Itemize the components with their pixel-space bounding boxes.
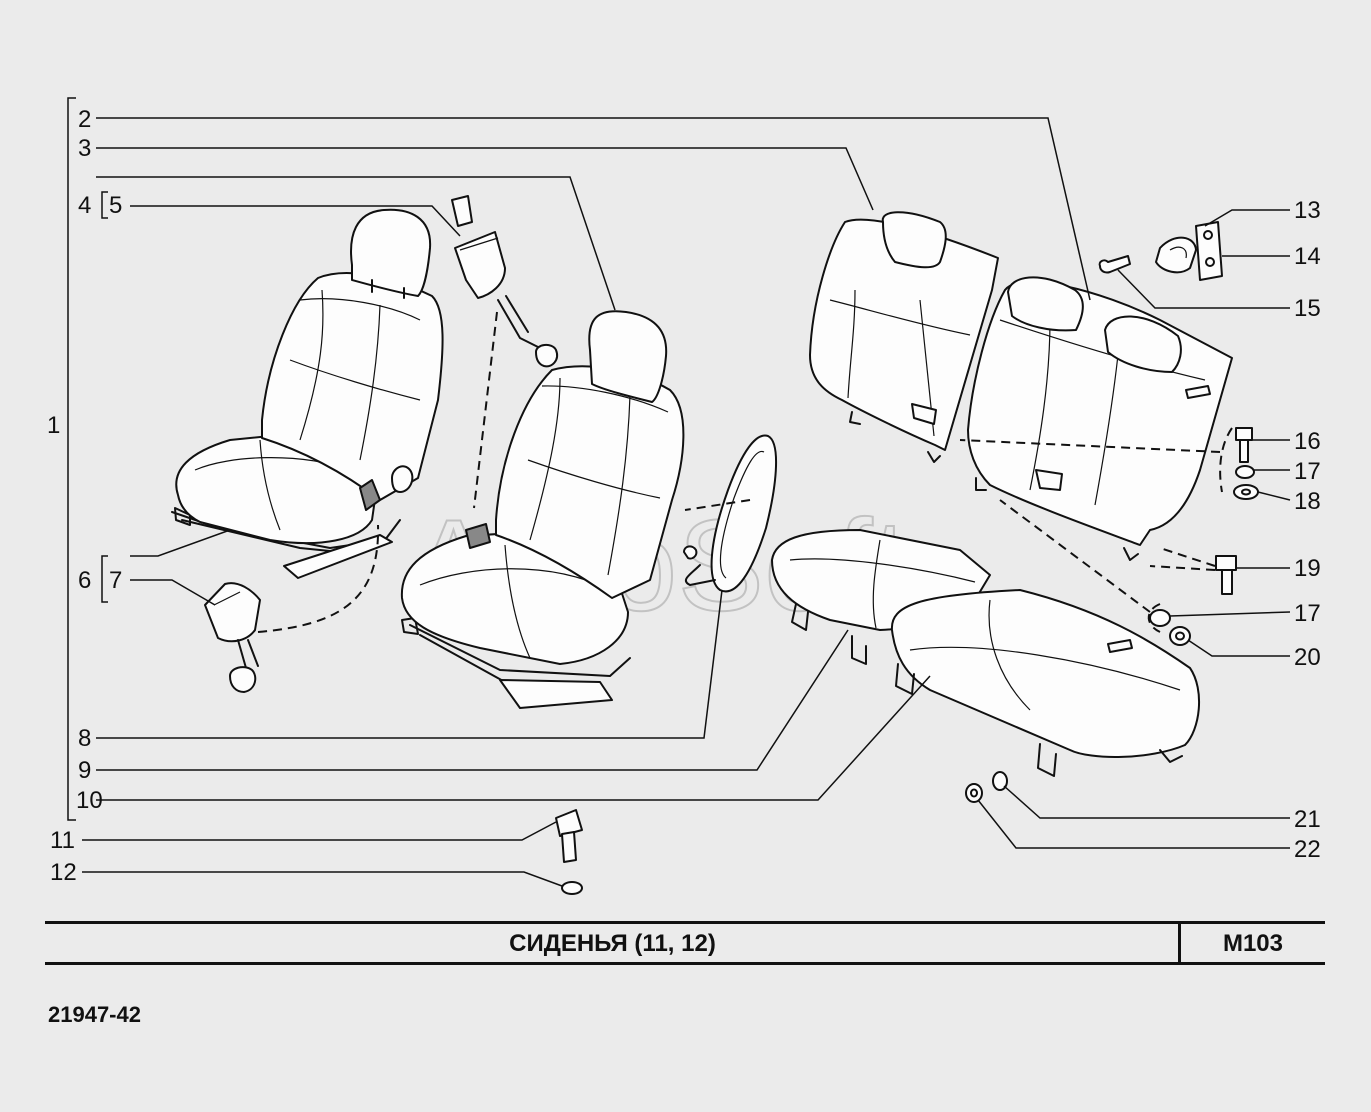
title-divider [1178, 924, 1181, 962]
nut-22 [965, 783, 983, 803]
callout-4: 4 [78, 192, 91, 219]
callout-5: 5 [109, 192, 122, 219]
side-airbag [683, 434, 778, 593]
bolt-16 [1235, 427, 1253, 463]
washer-17-bottom [1149, 609, 1171, 627]
callout-21: 21 [1294, 806, 1321, 833]
callout-19: 19 [1294, 555, 1321, 582]
washer-17-top [1235, 465, 1255, 479]
washer-18 [1233, 484, 1259, 500]
hook-bracket [1155, 221, 1223, 281]
callout-2: 2 [78, 106, 91, 133]
bolt-11 [555, 809, 583, 863]
title-block: СИДЕНЬЯ (11, 12) М103 [45, 921, 1325, 965]
callout-6: 6 [78, 567, 91, 594]
callout-16: 16 [1294, 428, 1321, 455]
screw-15 [1098, 255, 1131, 274]
washer-12 [561, 881, 583, 895]
assembly-lines [257, 311, 1233, 633]
callout-8: 8 [78, 725, 91, 752]
seat-belt-buckle-top [451, 195, 558, 368]
bolt-19 [1215, 555, 1237, 595]
rear-cushion-right [890, 589, 1201, 777]
callout-22: 22 [1294, 836, 1321, 863]
callout-20: 20 [1294, 644, 1321, 671]
nut-20 [1169, 626, 1191, 646]
callout-1: 1 [47, 412, 60, 439]
callout-17-top: 17 [1294, 458, 1321, 485]
callouts: 1 2 3 4 5 6 7 8 9 10 11 12 13 14 15 16 1… [47, 106, 1321, 886]
callout-7: 7 [109, 567, 122, 594]
callout-12: 12 [50, 859, 77, 886]
callout-3: 3 [78, 135, 91, 162]
callout-11: 11 [50, 827, 75, 854]
washer-21 [992, 771, 1008, 791]
drawing-number: 21947-42 [48, 1002, 141, 1027]
seat-belt-buckle-left [204, 582, 261, 693]
front-seat-center [400, 310, 685, 709]
callout-10: 10 [76, 787, 103, 814]
front-seat-left [171, 208, 444, 579]
callout-18: 18 [1294, 488, 1321, 515]
leader-lines [82, 117, 1291, 887]
callout-14: 14 [1294, 243, 1321, 270]
diagram-code: М103 [1222, 930, 1284, 957]
callout-15: 15 [1294, 295, 1321, 322]
callout-9: 9 [78, 757, 91, 784]
diagram-title: СИДЕНЬЯ (11, 12) [509, 930, 716, 957]
bracket-group-1 [67, 97, 108, 821]
rear-backrest-left [809, 211, 999, 463]
callout-17-bottom: 17 [1294, 600, 1321, 627]
callout-13: 13 [1294, 197, 1321, 224]
rear-backrest-right [967, 276, 1233, 561]
